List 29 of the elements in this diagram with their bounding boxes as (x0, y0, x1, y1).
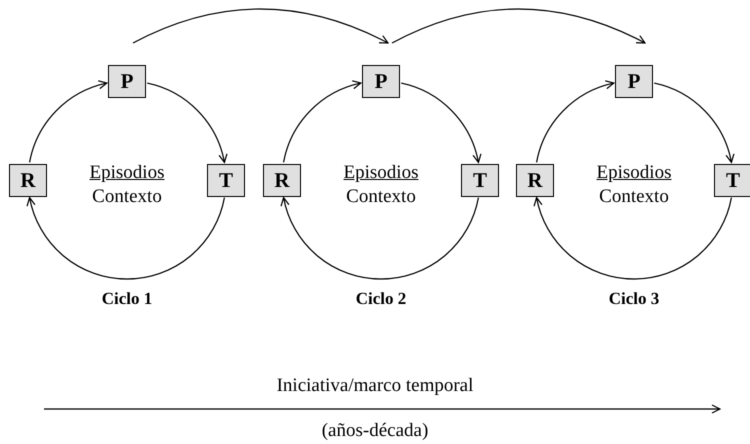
cycle-label: Ciclo 1 (102, 289, 152, 309)
letter-box: T (714, 164, 750, 196)
arrow (281, 197, 479, 280)
letter-box: T (207, 164, 245, 196)
text-label: Contexto (599, 186, 669, 208)
letter-box: T (461, 164, 499, 196)
arrow (147, 82, 228, 163)
arrow (534, 197, 732, 280)
letter-box: R (516, 164, 554, 196)
text-label: Episodios (596, 162, 672, 184)
text-label: Contexto (92, 186, 162, 208)
text-label: Episodios (90, 162, 164, 184)
letter-box: P (108, 64, 146, 98)
arrow (27, 197, 225, 280)
text-label: Contexto (346, 186, 416, 208)
letter-box: P (615, 64, 653, 98)
text-label: Iniciativa/marco temporal (276, 375, 474, 397)
arrow (401, 82, 482, 163)
cycle-label: Ciclo 2 (356, 289, 406, 309)
letter-box: R (9, 164, 47, 196)
letter-box: R (263, 164, 301, 196)
arrow (536, 80, 614, 163)
letter-box: P (362, 64, 400, 98)
cycle-label: Ciclo 3 (608, 289, 660, 309)
text-label: Episodios (344, 162, 418, 184)
text-label: (años-década) (322, 420, 428, 442)
arrow (283, 80, 362, 163)
arrow (29, 80, 108, 163)
arrow (654, 82, 734, 163)
